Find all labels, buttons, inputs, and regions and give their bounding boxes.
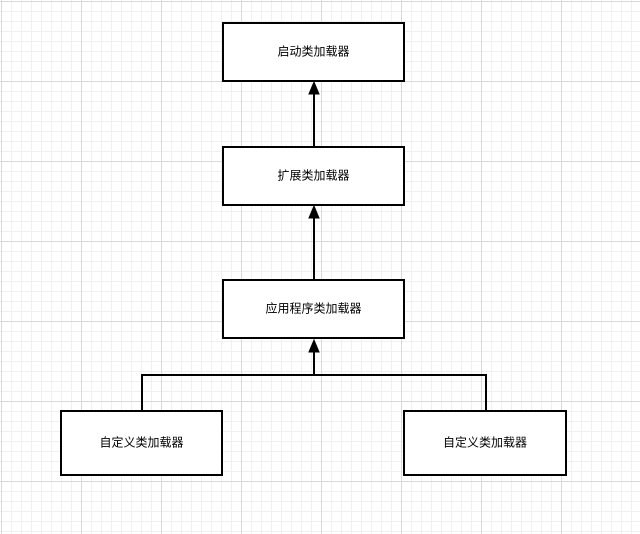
node-extension-box <box>222 146 405 206</box>
edge-custom-left-to-application <box>141 374 314 411</box>
node-custom-left: 自定义类加载器 <box>60 410 223 476</box>
node-custom-right-box <box>403 410 567 476</box>
node-application-box <box>222 279 405 339</box>
node-extension: 扩展类加载器 <box>222 146 405 206</box>
node-extension-label: 扩展类加载器 <box>277 169 349 183</box>
edge-custom-right-to-application <box>314 374 487 411</box>
edges-group <box>141 80 487 411</box>
node-bootstrap: 启动类加载器 <box>222 22 405 82</box>
node-custom-right: 自定义类加载器 <box>403 410 567 476</box>
node-bootstrap-box <box>222 22 405 82</box>
node-custom-right-label: 自定义类加载器 <box>443 435 527 450</box>
arrow-head-bootstrap <box>308 80 320 95</box>
node-custom-left-label: 自定义类加载器 <box>99 435 183 450</box>
arrow-head-extension <box>308 204 320 219</box>
node-application-label: 应用程序类加载器 <box>265 301 361 316</box>
node-application: 应用程序类加载器 <box>222 279 405 339</box>
node-custom-left-box <box>60 410 223 476</box>
node-bootstrap-label: 启动类加载器 <box>277 45 349 59</box>
arrow-head-application <box>308 338 320 353</box>
